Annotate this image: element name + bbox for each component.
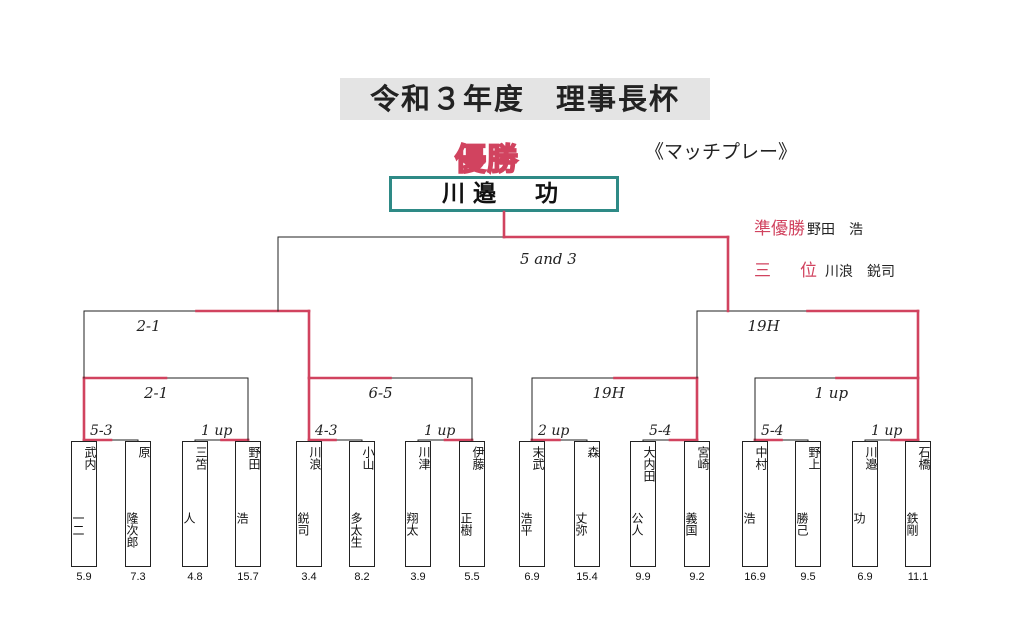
player-surname: 三笘 (194, 446, 208, 470)
player-box: 末武浩平 (519, 441, 545, 567)
player-box: 小山多太生 (349, 441, 375, 567)
player-handicap: 4.8 (187, 571, 203, 583)
player-given-name: 人 (182, 512, 196, 524)
player-box: 川津翔太 (405, 441, 431, 567)
player-surname: 川邉 (864, 446, 878, 470)
player-given-name: 浩平 (519, 512, 533, 536)
player-handicap: 9.5 (800, 571, 816, 583)
player-box: 川邉功 (852, 441, 878, 567)
player-surname: 宮崎 (696, 446, 710, 470)
player-given-name: 鉄剛 (905, 512, 919, 536)
qf-score-3: 1 up (815, 384, 849, 402)
player-handicap: 15.7 (237, 571, 259, 583)
player-surname: 石橋 (917, 446, 931, 470)
r1-score-6: 5-4 (761, 423, 784, 439)
player-given-name: 丈弥 (574, 512, 588, 536)
champion-label: 優勝 (454, 141, 519, 179)
player-handicap: 11.1 (907, 571, 929, 583)
player-given-name: 翔太 (405, 512, 419, 536)
player-box: 大内田公人 (630, 441, 656, 567)
player-handicap: 3.4 (301, 571, 317, 583)
player-surname: 原 (137, 446, 151, 458)
r1-score-5: 5-4 (649, 423, 672, 439)
runner-up-name: 野田 浩 (807, 222, 863, 238)
third-place-name: 川浪 鋭司 (825, 264, 895, 280)
match-format: 《マッチプレー》 (645, 141, 798, 163)
player-box: 石橋鉄剛 (905, 441, 931, 567)
r1-score-0: 5-3 (90, 423, 113, 439)
qf-score-1: 6-5 (369, 384, 393, 402)
r1-score-7: 1 up (871, 423, 902, 439)
champion-name-box: 川邉 功 (389, 176, 619, 212)
player-box: 野上勝己 (795, 441, 821, 567)
player-handicap: 7.3 (130, 571, 146, 583)
player-given-name: 多太生 (349, 512, 363, 548)
player-handicap: 6.9 (524, 571, 540, 583)
player-surname: 川浪 (308, 446, 322, 470)
player-surname: 大内田 (642, 446, 656, 482)
player-box: 武内一二 (71, 441, 97, 567)
player-surname: 武内 (83, 446, 97, 470)
player-given-name: 鋭司 (296, 512, 310, 536)
player-surname: 小山 (361, 446, 375, 470)
runner-up-label: 準優勝 (754, 219, 805, 239)
player-box: 宮崎義国 (684, 441, 710, 567)
player-handicap: 16.9 (744, 571, 766, 583)
player-given-name: 浩 (235, 512, 249, 524)
r1-score-2: 4-3 (314, 423, 338, 439)
player-box: 中村浩 (742, 441, 768, 567)
player-given-name: 一二 (71, 512, 85, 536)
player-handicap: 8.2 (354, 571, 370, 583)
player-box: 野田浩 (235, 441, 261, 567)
final-score: 5 and 3 (520, 250, 577, 268)
third-place-label: 三 位 (754, 261, 823, 281)
player-given-name: 功 (852, 512, 866, 524)
player-box: 三笘人 (182, 441, 208, 567)
player-surname: 森 (586, 446, 600, 458)
sf-score-1: 19H (748, 317, 781, 335)
player-given-name: 義国 (684, 512, 698, 536)
qf-score-0: 2-1 (143, 384, 168, 402)
player-handicap: 3.9 (410, 571, 426, 583)
player-surname: 伊藤 (471, 446, 485, 470)
player-surname: 中村 (754, 446, 768, 470)
player-surname: 川津 (417, 446, 431, 470)
player-handicap: 5.5 (464, 571, 480, 583)
player-surname: 野上 (807, 446, 821, 470)
player-handicap: 6.9 (857, 571, 873, 583)
qf-score-2: 19H (593, 384, 626, 402)
third-place: 三 位川浪 鋭司 (754, 256, 895, 281)
player-box: 原隆次郎 (125, 441, 151, 567)
player-handicap: 9.2 (689, 571, 705, 583)
player-given-name: 勝己 (795, 512, 809, 536)
page-title: 令和３年度 理事長杯 (340, 78, 710, 120)
player-box: 伊藤正樹 (459, 441, 485, 567)
player-given-name: 正樹 (459, 512, 473, 536)
player-handicap: 5.9 (76, 571, 92, 583)
player-surname: 末武 (531, 446, 545, 470)
player-box: 川浪鋭司 (296, 441, 322, 567)
r1-score-3: 1 up (424, 423, 455, 439)
runner-up: 準優勝野田 浩 (754, 214, 863, 239)
player-given-name: 隆次郎 (125, 512, 139, 548)
player-handicap: 15.4 (576, 571, 598, 583)
player-handicap: 9.9 (635, 571, 651, 583)
player-surname: 野田 (247, 446, 261, 470)
player-given-name: 浩 (742, 512, 756, 524)
player-box: 森丈弥 (574, 441, 600, 567)
r1-score-4: 2 up (537, 423, 569, 439)
r1-score-1: 1 up (201, 423, 232, 439)
player-given-name: 公人 (630, 512, 644, 536)
sf-score-0: 2-1 (136, 317, 161, 335)
